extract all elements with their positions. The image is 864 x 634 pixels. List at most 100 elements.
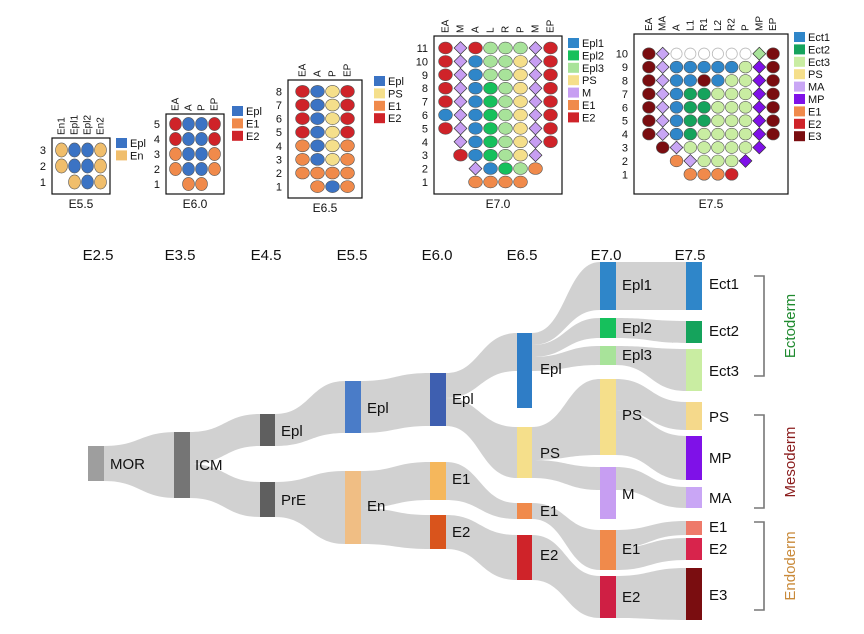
cell-dot (683, 74, 697, 87)
cell-dot (483, 41, 498, 55)
cell-dot (468, 95, 483, 108)
cell-dot (208, 117, 221, 131)
label-icm: ICM (195, 457, 223, 474)
column-header: M (456, 25, 467, 33)
row-label: 2 (622, 156, 628, 168)
cell-dot (711, 60, 725, 74)
cell-dot (642, 114, 656, 127)
legend-label: M (582, 88, 591, 100)
cell-dot (483, 68, 498, 81)
cell-dot (498, 175, 513, 189)
legend-label: PS (582, 75, 597, 87)
cell-dot (438, 122, 453, 135)
cell-dot (697, 141, 711, 154)
cell-diamond (752, 46, 767, 61)
bracket-endoderm (754, 521, 765, 611)
cell-dot (697, 101, 711, 114)
cell-diamond (655, 86, 670, 101)
cell-dot (543, 95, 558, 108)
cell-dot (766, 47, 780, 60)
row-label: 4 (154, 134, 160, 146)
cell-diamond (528, 108, 543, 122)
legend-swatch (374, 88, 385, 99)
node-e2-e75 (686, 538, 702, 560)
row-label: 11 (417, 43, 428, 55)
cell-dot (325, 125, 340, 139)
panel-frame (633, 33, 789, 195)
row-label: 3 (622, 143, 628, 155)
legend-swatch (794, 81, 805, 92)
cell-dot (711, 114, 725, 127)
cell-dot (656, 141, 670, 154)
label-en: En (367, 498, 385, 515)
cell-dot (295, 112, 310, 125)
node-ps-e65 (517, 427, 532, 478)
legend-label: PS (388, 88, 403, 100)
legend-label: E2 (388, 113, 401, 125)
legend-label: Epl1 (582, 38, 604, 50)
cell-dot (711, 74, 725, 87)
node-ect3 (686, 349, 702, 391)
cell-dot (766, 101, 780, 114)
row-label: 4 (422, 137, 428, 149)
cell-diamond (752, 100, 767, 115)
flow-epl60-epl65 (446, 333, 517, 398)
node-e2-e65 (517, 535, 532, 580)
legend-label: E1 (582, 100, 595, 112)
row-label: 3 (154, 149, 160, 161)
legend-swatch (116, 150, 127, 161)
flow-epl60-ps65 (446, 398, 517, 478)
cell-dot (697, 127, 711, 141)
cell-dot (295, 85, 310, 98)
legend-label: E1 (808, 106, 821, 118)
cell-dot (325, 180, 340, 193)
empty-cell (725, 47, 738, 60)
flow-epl65-epl3 (532, 346, 600, 371)
label-e2-e70: E2 (622, 589, 640, 606)
cell-dot (310, 139, 325, 153)
legend-label: Epl2 (582, 50, 604, 62)
cell-dot (483, 108, 498, 122)
node-pre (260, 482, 275, 517)
cell-dot (483, 82, 498, 95)
timeline-e45: E4.5 (251, 247, 282, 264)
node-epl-e65 (517, 333, 532, 408)
cell-dot (55, 142, 68, 158)
cell-dot (543, 55, 558, 68)
legend-label: PS (808, 69, 823, 81)
legend-swatch (232, 118, 243, 129)
cell-dot (738, 141, 753, 154)
cell-diamond (752, 127, 767, 142)
flow-ps65-m70 (532, 460, 600, 490)
cell-dot (68, 174, 81, 190)
cell-dot (498, 122, 513, 135)
cell-dot (81, 158, 94, 174)
row-label: 7 (276, 100, 282, 112)
node-epl-e45 (260, 414, 275, 446)
node-epl3 (600, 346, 616, 365)
legend-label: E3 (808, 131, 821, 143)
row-label: 10 (616, 49, 628, 61)
cell-dot (498, 108, 513, 122)
node-e1-e75 (686, 521, 702, 535)
column-header: L2 (713, 19, 724, 31)
legend-swatch (568, 50, 579, 61)
node-e1-e65 (517, 503, 532, 519)
column-header: P (328, 70, 339, 77)
node-e3 (686, 568, 702, 620)
flow-e260-e265 (446, 515, 517, 580)
row-label: 1 (622, 169, 628, 181)
cell-dot (208, 147, 221, 161)
cell-diamond (453, 54, 468, 69)
cell-dot (498, 41, 513, 55)
legend-swatch (568, 112, 579, 123)
cell-dot (169, 132, 182, 146)
panel-label: E7.0 (486, 197, 511, 211)
cell-dot (310, 180, 325, 193)
cell-dot (325, 139, 340, 153)
label-ps-e70: PS (622, 407, 642, 424)
cell-diamond (669, 140, 684, 155)
column-header: A (471, 26, 482, 33)
bracket-ectoderm (754, 275, 765, 377)
cell-dot (738, 114, 753, 127)
